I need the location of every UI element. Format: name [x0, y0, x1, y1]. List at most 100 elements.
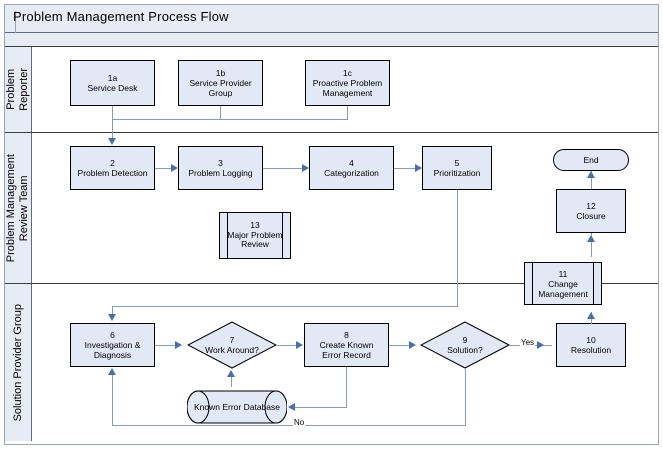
node-10-title: Resolution — [570, 345, 612, 355]
node-10-number: 10 — [586, 335, 596, 345]
lane-label-problem-reporter: Problem Reporter — [5, 68, 30, 111]
node-6-investigation-diagnosis[interactable]: 6 Investigation & Diagnosis — [70, 323, 155, 367]
arrowhead-4-to-5 — [415, 164, 422, 172]
edge-label-yes: Yes — [520, 338, 536, 347]
lane-header-problem-reporter: Problem Reporter — [5, 47, 32, 132]
lane-problem-management-review-team: Problem Management Review Team 2 Problem… — [5, 133, 658, 284]
node-2-title: Problem Detection — [77, 168, 148, 178]
node-5-prioritization[interactable]: 5 Prioritization — [422, 146, 492, 190]
arrowhead-2-to-3 — [171, 164, 178, 172]
edge-3-to-4 — [263, 168, 305, 169]
node-3-title: Problem Logging — [188, 168, 253, 178]
node-7-number: 7 — [229, 335, 235, 345]
arrowhead-no-to-6 — [108, 368, 116, 375]
edge-5-to-6-bus — [112, 306, 458, 307]
node-8-create-known-error-record[interactable]: 8 Create Known Error Record — [304, 323, 389, 367]
arrowhead-db-to-7 — [227, 370, 235, 377]
arrowhead-10-to-11 — [587, 312, 595, 319]
edge-8-to-db-left — [295, 407, 347, 408]
node-7-work-around-decision[interactable]: 7 Work Around? — [186, 321, 278, 369]
diagram-title-band — [5, 5, 658, 37]
node-9-solution-decision[interactable]: 9 Solution? — [419, 321, 511, 369]
lane-label-solution-provider-group: Solution Provider Group — [11, 303, 24, 422]
node-11-change-management[interactable]: 11 Change Management — [524, 262, 602, 305]
node-2-problem-detection[interactable]: 2 Problem Detection — [70, 146, 155, 190]
edge-4-to-5 — [394, 168, 418, 169]
node-13-major-problem-review[interactable]: 13 Major Problem Review — [219, 212, 291, 259]
node-12-title: Closure — [576, 211, 606, 221]
node-2-number: 2 — [110, 158, 115, 168]
edge-no-up-to-6 — [112, 374, 113, 426]
lane-body-review-team: 2 Problem Detection 3 Problem Logging 4 … — [32, 133, 658, 284]
predef-bar-left-11 — [532, 263, 533, 304]
node-7-title: Work Around? — [205, 345, 259, 355]
arrowhead-into-node-6 — [108, 314, 116, 321]
edge-into-node-2 — [112, 133, 113, 139]
edge-5-down — [457, 190, 458, 284]
edge-5-down-cont — [457, 284, 458, 306]
node-1b-number: 1b — [215, 68, 226, 78]
edge-label-no: No — [293, 418, 306, 427]
node-9-title: Solution? — [447, 345, 483, 355]
node-4-number: 4 — [349, 158, 354, 168]
node-1c-proactive-problem-management[interactable]: 1c Proactive Problem Management — [305, 60, 390, 106]
arrowhead-11-to-12 — [587, 235, 595, 242]
node-6-number: 6 — [110, 330, 115, 340]
edge-1b-stub — [220, 106, 221, 119]
lane-header-review-team: Problem Management Review Team — [5, 133, 32, 283]
header-spacer-band — [5, 33, 658, 47]
node-end-label: End — [583, 155, 599, 165]
node-end-terminator[interactable]: End — [553, 149, 629, 171]
edge-1a-stub — [112, 106, 113, 123]
node-1b-service-provider-group[interactable]: 1b Service Provider Group — [178, 60, 263, 106]
predef-bar-right-11 — [593, 263, 594, 304]
predef-bar-right-13 — [282, 213, 283, 258]
node-5-title: Prioritization — [433, 168, 481, 178]
node-known-error-database[interactable]: Known Error Database — [186, 385, 288, 429]
node-1a-service-desk[interactable]: 1a Service Desk — [70, 60, 155, 106]
node-9-number: 9 — [462, 335, 468, 345]
page-title: Problem Management Process Flow — [13, 9, 229, 24]
edge-8-to-db-down — [346, 367, 347, 407]
node-1b-title: Service Provider Group — [189, 78, 252, 98]
edge-2-to-3 — [155, 168, 174, 169]
arrowhead-7-to-8 — [296, 341, 303, 349]
node-12-number: 12 — [586, 201, 596, 211]
node-1c-title: Proactive Problem Management — [312, 78, 383, 98]
lane-problem-reporter: Problem Reporter 1a Service Desk 1b Serv… — [5, 47, 658, 133]
edge-12-to-end — [591, 171, 592, 189]
arrowhead-6-to-7 — [175, 341, 182, 349]
arrowhead-into-node-2 — [108, 138, 116, 145]
edge-db-to-7 — [231, 371, 232, 387]
title-divider — [15, 11, 16, 37]
node-5-number: 5 — [454, 158, 460, 168]
edge-1c-stub — [347, 106, 348, 119]
node-8-title: Create Known Error Record — [319, 340, 374, 360]
node-1a-number: 1a — [107, 73, 118, 83]
node-3-problem-logging[interactable]: 3 Problem Logging — [178, 146, 263, 190]
arrowhead-3-to-4 — [302, 164, 309, 172]
database-cylinder-shape — [186, 390, 288, 424]
edge-7-to-8 — [277, 345, 300, 346]
edge-8-to-9 — [389, 345, 413, 346]
node-13-title: Major Problem Review — [227, 229, 283, 250]
node-13-number: 13 — [250, 220, 260, 231]
predef-bar-left-13 — [227, 213, 228, 258]
node-4-title: Categorization — [324, 168, 379, 178]
arrowhead-8-to-9 — [409, 341, 416, 349]
edge-9-no-down — [465, 369, 466, 425]
edge-9-no-left — [112, 425, 466, 426]
lane-body-solution-provider-group: 6 Investigation & Diagnosis 7 Work Aroun… — [32, 284, 658, 441]
node-db-title: Known Error Database — [194, 402, 280, 412]
arrowhead-9-to-10 — [537, 341, 544, 349]
edge-reporter-merge-bus — [112, 119, 348, 120]
node-12-closure[interactable]: 12 Closure — [556, 189, 626, 233]
node-3-number: 3 — [218, 158, 223, 168]
node-1c-number: 1c — [343, 68, 352, 78]
node-4-categorization[interactable]: 4 Categorization — [309, 146, 394, 190]
decision-diamond-9 — [419, 321, 511, 369]
node-10-resolution[interactable]: 10 Resolution — [556, 323, 626, 367]
edge-merge-to-lane2 — [112, 119, 113, 133]
node-8-number: 8 — [344, 330, 349, 340]
